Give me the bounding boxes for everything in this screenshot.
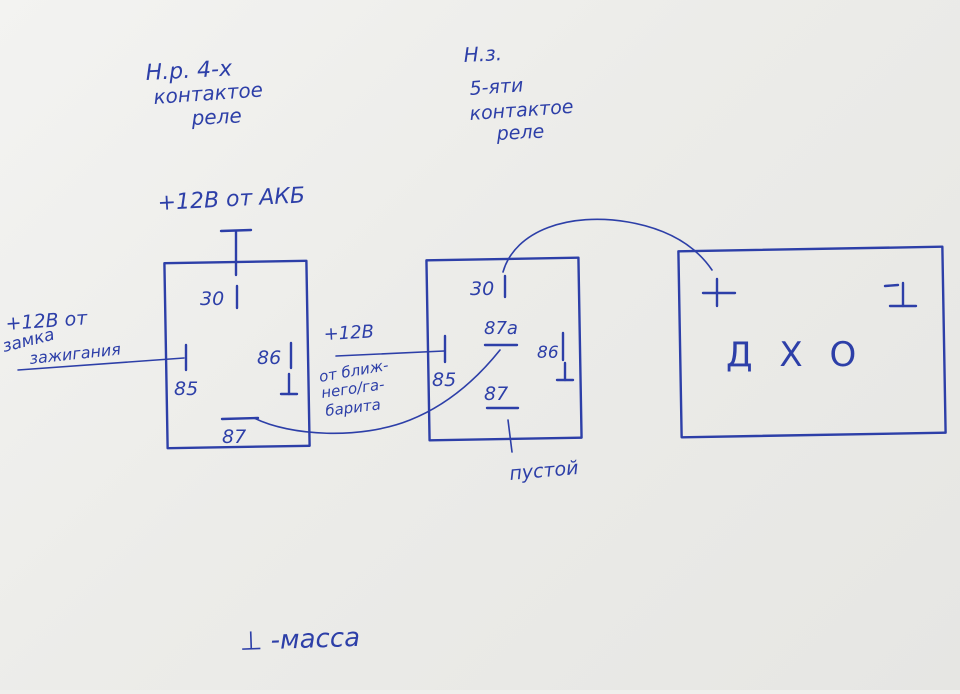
relay-4pin-pin30-label: 30 [200,288,224,310]
relay-5pin-subtitle-3: реле [495,121,545,146]
ignition-wire [17,357,185,371]
ignition-input: +12В от замка зажигания [0,307,185,371]
low-beam-input: +12В от ближ- него/га- барита [318,321,445,420]
relay-5pin-pin86-label: 86 [537,343,559,363]
relay-5pin-pin85-label: 85 [432,369,456,391]
relay-5pin-subtitle-1: 5-яти [469,74,524,100]
relay-4pin-pin85-label: 85 [174,378,198,400]
relay-5pin-pin87-label: 87 [484,383,508,405]
drl-ground-top [883,283,900,288]
battery-label: +12В от АКБ [157,183,306,216]
relay-5pin: Н.з. 5-яти контактое реле 30 87а 85 86 8… [425,41,583,485]
empty-pin-label: пустой [509,457,580,485]
wire-30-to-drl [502,218,713,273]
relay-5pin-pin30-label: 30 [470,278,494,300]
ground-legend: ⊥ -масса [239,623,360,657]
drl-box [677,245,947,439]
drl-ground-label: ⊥ [0,0,1,1]
low-beam-wire [335,350,445,357]
relay-5pin-box [425,256,583,442]
relay-5pin-title: Н.з. [463,41,503,67]
relay-4pin-pin87-label: 87 [222,426,246,448]
relay-4pin-pin87-contact [220,416,260,421]
relay-4pin-pin86-label: 86 [257,347,281,369]
low-beam-label-1: +12В [323,321,374,345]
relay-4pin: Н.р. 4-х контактое реле 30 85 86 87 [145,56,311,450]
relay-5pin-subtitle-2: контактое [469,96,574,125]
relay-5pin-pin87a-label: 87а [484,318,518,339]
relay-4pin-subtitle-2: реле [190,103,242,130]
drl-unit: + ⊥ Д Х О [0,0,947,439]
relay-5pin-pin87-stub [507,419,513,453]
relay-4pin-pin30-terminal [219,228,253,233]
relay-4pin-title: Н.р. 4-х [145,56,234,86]
wire-87-to-87a [253,349,501,435]
drl-label: Д Х О [726,335,864,375]
